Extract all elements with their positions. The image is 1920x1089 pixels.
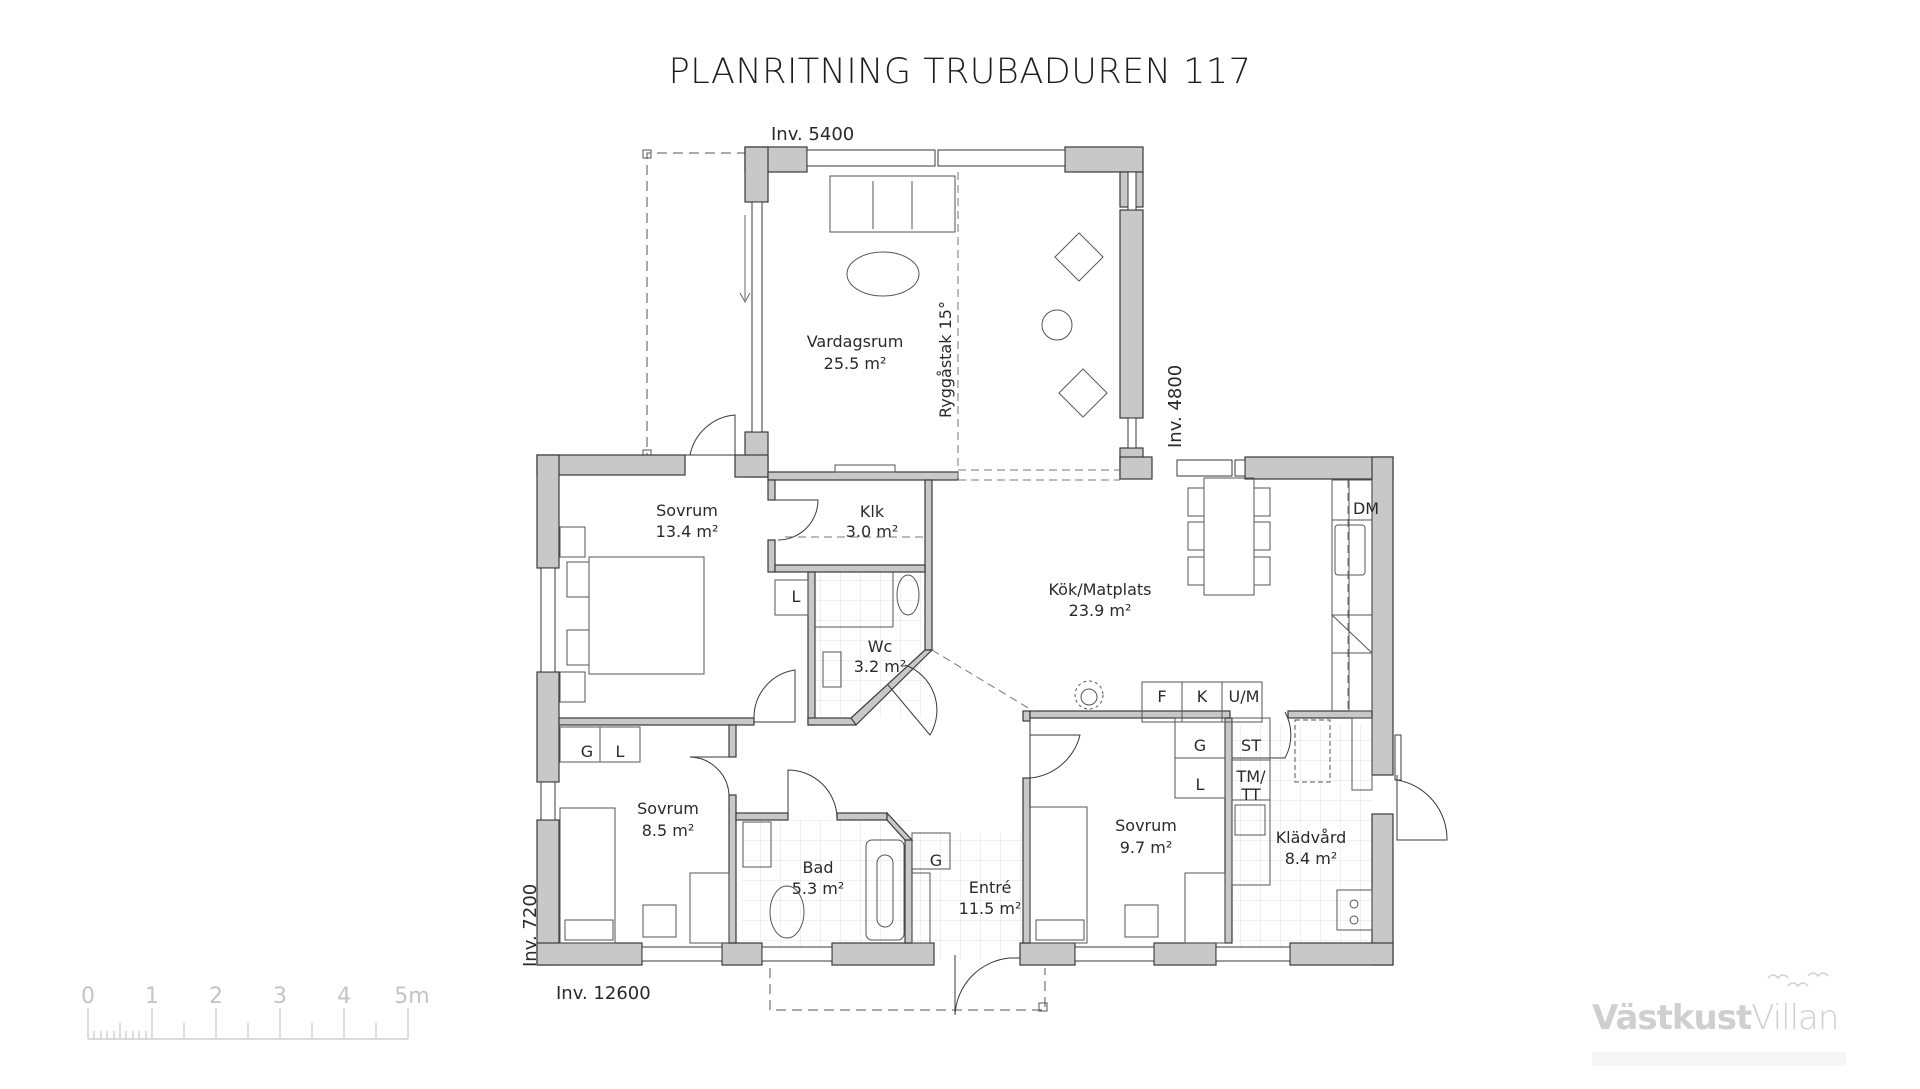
pillow-icon: [566, 561, 590, 598]
toilet-icon: [769, 885, 805, 939]
stove-fireplace-icon: [1074, 680, 1104, 710]
arrow-head-icon: [739, 292, 751, 304]
room-name-vardagsrum: Vardagsrum: [807, 332, 904, 351]
stove-icon: [1331, 614, 1373, 654]
scale-bar: [87, 1008, 409, 1040]
fixture-tm: TM/: [1236, 767, 1267, 786]
fixture-k: K: [1197, 687, 1208, 706]
room-area-kok: 23.9 m²: [1069, 601, 1132, 620]
logo-birds-icon: [1767, 972, 1829, 988]
sink-icon: [742, 821, 772, 868]
door-klk: [775, 499, 819, 541]
fixture-l-small: L: [616, 742, 625, 761]
bathtub-icon: [865, 839, 905, 941]
scale-tick-1: 1: [145, 984, 159, 1009]
room-area-klk: 3.0 m²: [846, 522, 899, 541]
tv-bench-icon: [834, 464, 896, 473]
single-bed-icon: [1029, 806, 1088, 944]
dimension-bottom: Inv. 12600: [556, 983, 651, 1004]
interior-walls: [558, 471, 1373, 944]
single-bed-icon: [559, 807, 616, 944]
scale-tick-0: 0: [81, 984, 95, 1009]
fixture-dm: DM: [1353, 499, 1379, 518]
room-area-wc: 3.2 m²: [854, 657, 907, 676]
sofa-icon: [829, 175, 956, 233]
room-area-vardagsrum: 25.5 m²: [824, 354, 887, 373]
logo: VästkustVillan: [1592, 998, 1839, 1038]
kitchen-sink-icon: [1334, 524, 1366, 576]
room-name-klk: Klk: [860, 502, 885, 521]
dimension-left: Inv. 7200: [520, 884, 541, 967]
roof-lines: [785, 172, 1349, 713]
room-name-entre: Entré: [969, 878, 1012, 897]
toilet-icon: [896, 574, 920, 616]
dimension-right: Inv. 4800: [1165, 365, 1186, 448]
furniture: [559, 175, 1373, 944]
washbasin-icon: [1336, 889, 1373, 931]
windows: [540, 149, 1402, 962]
bad-diagonal-wall: [886, 811, 914, 841]
logo-light: Villan: [1751, 998, 1839, 1038]
scale-tick-4: 4: [337, 984, 351, 1009]
entre-tiles: [912, 833, 1032, 960]
post-icon: [642, 149, 652, 159]
scale-tick-5: 5m: [394, 984, 429, 1009]
room-area-sovrum-mid: 9.7 m²: [1120, 838, 1173, 857]
room-name-wc: Wc: [868, 637, 893, 656]
desk-icon: [1184, 872, 1226, 944]
wc-tiles: [815, 572, 922, 718]
plan-title: PLANRITNING TRUBADUREN 117: [668, 52, 1252, 92]
outer-walls: [536, 146, 1394, 966]
room-area-entre: 11.5 m²: [959, 899, 1022, 918]
room-area-kladvard: 8.4 m²: [1285, 849, 1338, 868]
scale-tick-2: 2: [209, 984, 223, 1009]
armchair-icon: [1058, 368, 1108, 418]
fixture-l-mid: L: [1196, 775, 1205, 794]
side-table-icon: [1041, 309, 1073, 341]
room-name-bad: Bad: [803, 858, 834, 877]
fixture-st: ST: [1241, 736, 1261, 755]
pillow-icon: [566, 629, 590, 666]
room-name-sovrum-large: Sovrum: [656, 501, 718, 520]
doors: [685, 414, 1448, 1016]
fixture-g-entre: G: [930, 851, 942, 870]
fixture-g-small: G: [581, 742, 593, 761]
kladvard-tiles: [1232, 725, 1372, 960]
nightstand-icon: [559, 526, 586, 558]
double-bed-icon: [588, 556, 705, 675]
desk-icon: [689, 872, 730, 944]
wc-diagonal-wall: [850, 649, 934, 726]
fixture-um: U/M: [1229, 687, 1260, 706]
room-name-kladvard: Klädvård: [1276, 828, 1347, 847]
scale-tick-3: 3: [273, 984, 287, 1009]
armchair-icon: [1054, 232, 1104, 282]
bad-tiles: [742, 820, 912, 960]
door-terrace: [685, 414, 736, 456]
desk-chair-icon: [642, 904, 677, 938]
dining-table-icon: [1203, 477, 1255, 596]
nightstand-icon: [559, 671, 586, 703]
room-area-bad: 5.3 m²: [792, 879, 845, 898]
roof-annotation: Ryggåstak 15°: [936, 301, 955, 418]
fixture-tt: TT: [1240, 785, 1260, 804]
post-icon: [1038, 1002, 1048, 1012]
dimension-top: Inv. 5400: [771, 124, 854, 145]
fixture-f: F: [1157, 687, 1166, 706]
room-area-sovrum-small: 8.5 m²: [642, 821, 695, 840]
logo-underline: [1592, 1052, 1846, 1066]
room-name-sovrum-small: Sovrum: [637, 799, 699, 818]
terrace-west: [646, 152, 747, 455]
drying-rack-icon: [1294, 719, 1331, 783]
sink-icon: [822, 651, 842, 688]
room-name-sovrum-mid: Sovrum: [1115, 816, 1177, 835]
fixture-g-mid: G: [1194, 736, 1206, 755]
terrace-south: [769, 968, 1046, 1011]
logo-bold: Västkust: [1592, 998, 1752, 1038]
coffee-table-icon: [846, 251, 920, 297]
desk-chair-icon: [1124, 904, 1159, 938]
laundry-sink-icon: [1234, 804, 1266, 836]
fixture-l-wardrobe: L: [792, 587, 801, 606]
room-name-kok: Kök/Matplats: [1048, 580, 1151, 599]
room-area-sovrum-large: 13.4 m²: [656, 522, 719, 541]
